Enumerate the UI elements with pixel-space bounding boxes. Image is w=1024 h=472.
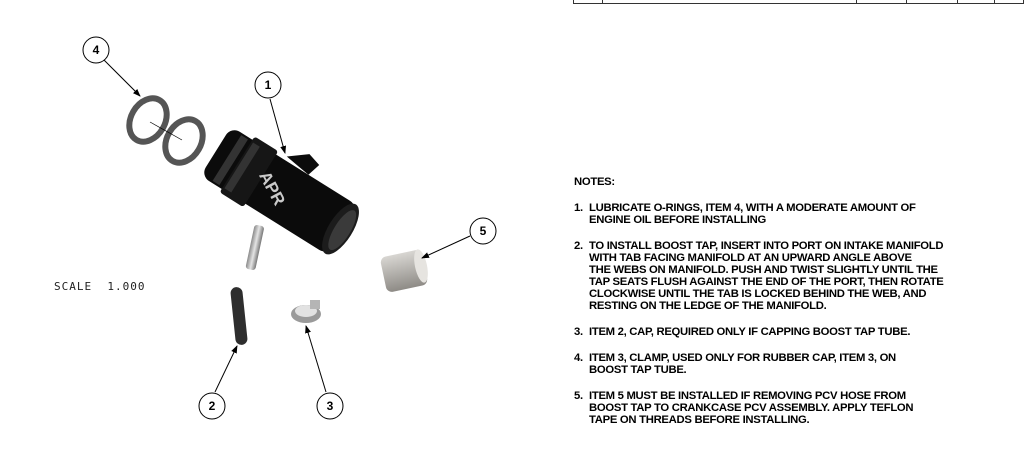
note-text: LUBRICATE O-RINGS, ITEM 4, WITH A MODERA… xyxy=(589,202,916,226)
o-ring-part xyxy=(126,95,206,166)
note-item: 4. ITEM 3, CLAMP, USED ONLY FOR RUBBER CA… xyxy=(574,352,1024,376)
note-text: ITEM 5 MUST BE INSTALLED IF REMOVING PCV… xyxy=(589,390,914,426)
note-item: 3. ITEM 2, CAP, REQUIRED ONLY IF CAPPING … xyxy=(574,326,1024,338)
note-number: 1. xyxy=(574,202,583,214)
svg-text:3: 3 xyxy=(327,399,334,413)
bom-cell xyxy=(857,0,908,3)
clamp-part xyxy=(291,300,321,323)
svg-text:5: 5 xyxy=(480,224,487,238)
notes-title: NOTES: xyxy=(574,176,615,188)
notes-section: NOTES: 1. LUBRICATE O-RINGS, ITEM 4, WITH… xyxy=(574,176,1024,440)
note-item: 5. ITEM 5 MUST BE INSTALLED IF REMOVING P… xyxy=(574,390,1024,426)
balloon-item-1: 1 xyxy=(254,71,282,99)
balloon-item-4: 4 xyxy=(82,36,110,64)
svg-text:1: 1 xyxy=(265,78,272,92)
svg-text:4: 4 xyxy=(93,43,100,57)
exploded-view-drawing: APR 4 1 5 2 3 xyxy=(82,36,497,420)
balloon-item-5: 5 xyxy=(469,217,497,245)
note-text: TO INSTALL BOOST TAP, INSERT INTO PORT O… xyxy=(589,240,944,312)
bom-cell xyxy=(958,0,996,3)
balloon-item-2: 2 xyxy=(198,392,226,420)
bom-cell xyxy=(603,0,858,3)
note-item: 1. LUBRICATE O-RINGS, ITEM 4, WITH A MODE… xyxy=(574,202,1024,226)
svg-text:2: 2 xyxy=(209,399,216,413)
note-number: 3. xyxy=(574,326,583,338)
note-number: 4. xyxy=(574,352,583,364)
boost-tap-part: APR xyxy=(204,130,359,270)
bill-of-materials-table xyxy=(573,0,1024,4)
balloon-item-3: 3 xyxy=(316,392,344,420)
bom-cell xyxy=(574,0,603,3)
cap-part xyxy=(230,287,248,345)
scale-label: SCALE 1.000 xyxy=(54,280,146,293)
bom-cell xyxy=(995,0,1023,3)
note-number: 5. xyxy=(574,390,583,402)
note-text: ITEM 3, CLAMP, USED ONLY FOR RUBBER CAP,… xyxy=(589,352,896,376)
note-number: 2. xyxy=(574,240,583,252)
bom-cell xyxy=(907,0,959,3)
note-text: ITEM 2, CAP, REQUIRED ONLY IF CAPPING BO… xyxy=(589,326,911,338)
bushing-part xyxy=(380,249,428,292)
note-item: 2. TO INSTALL BOOST TAP, INSERT INTO PORT… xyxy=(574,240,1024,312)
